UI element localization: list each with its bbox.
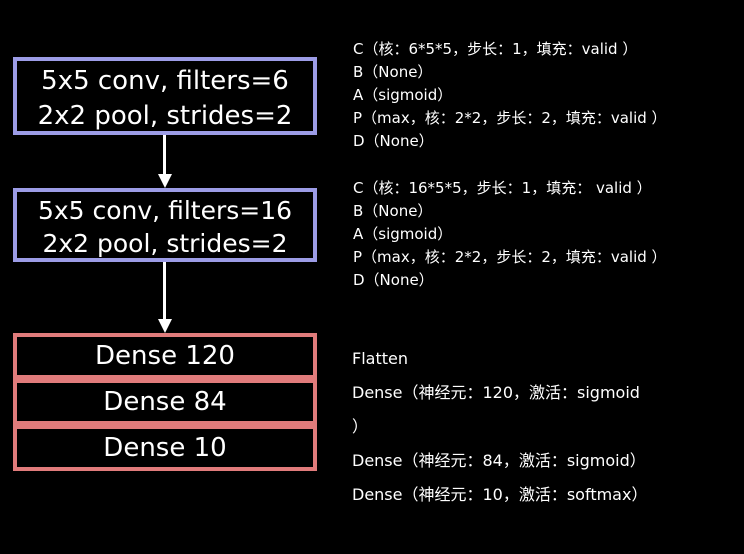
annotation-line: ）	[352, 417, 369, 436]
dense-layer-10: Dense 10	[13, 425, 317, 471]
block-2-annotation: C（核：16*5*5，步长：1，填充： valid ） B（None） A（si…	[353, 177, 667, 292]
block-1-pool-label: 2x2 pool, strides=2	[37, 101, 293, 131]
block-2-conv-label: 5x5 conv, filters=16	[37, 196, 293, 225]
block-2-pool-label: 2x2 pool, strides=2	[42, 229, 288, 258]
arrow-1-line	[163, 135, 166, 175]
annotation-line: Dense（神经元：10，激活：softmax）	[352, 485, 648, 504]
annotation-line: C（核：16*5*5，步长：1，填充： valid ）	[353, 179, 652, 197]
annotation-line: Dense（神经元：120，激活：sigmoid	[352, 383, 640, 402]
dense-annotation: Flatten Dense（神经元：120，激活：sigmoid ） Dense…	[352, 342, 647, 512]
annotation-line: B（None）	[353, 63, 433, 81]
block-1-conv-label: 5x5 conv, filters=6	[41, 66, 289, 96]
dense-layer-84: Dense 84	[13, 379, 317, 425]
annotation-line: C（核：6*5*5，步长：1，填充：valid ）	[353, 40, 638, 58]
conv-pool-block-1: 5x5 conv, filters=6 2x2 pool, strides=2	[13, 57, 317, 135]
conv-pool-block-2: 5x5 conv, filters=16 2x2 pool, strides=2	[13, 188, 317, 262]
annotation-line: D（None）	[353, 271, 434, 289]
dense-layer-120: Dense 120	[13, 333, 317, 379]
arrow-down-icon	[158, 174, 172, 188]
annotation-line: Flatten	[352, 349, 408, 368]
annotation-line: B（None）	[353, 202, 433, 220]
block-1-annotation: C（核：6*5*5，步长：1，填充：valid ） B（None） A（sigm…	[353, 38, 667, 153]
arrow-down-icon	[158, 319, 172, 333]
annotation-line: A（sigmoid）	[353, 225, 453, 243]
annotation-line: A（sigmoid）	[353, 86, 453, 104]
annotation-line: P（max，核：2*2，步长：2，填充：valid ）	[353, 248, 667, 266]
annotation-line: Dense（神经元：84，激活：sigmoid）	[352, 451, 646, 470]
arrow-2-line	[163, 262, 166, 320]
annotation-line: D（None）	[353, 132, 434, 150]
annotation-line: P（max，核：2*2，步长：2，填充：valid ）	[353, 109, 667, 127]
